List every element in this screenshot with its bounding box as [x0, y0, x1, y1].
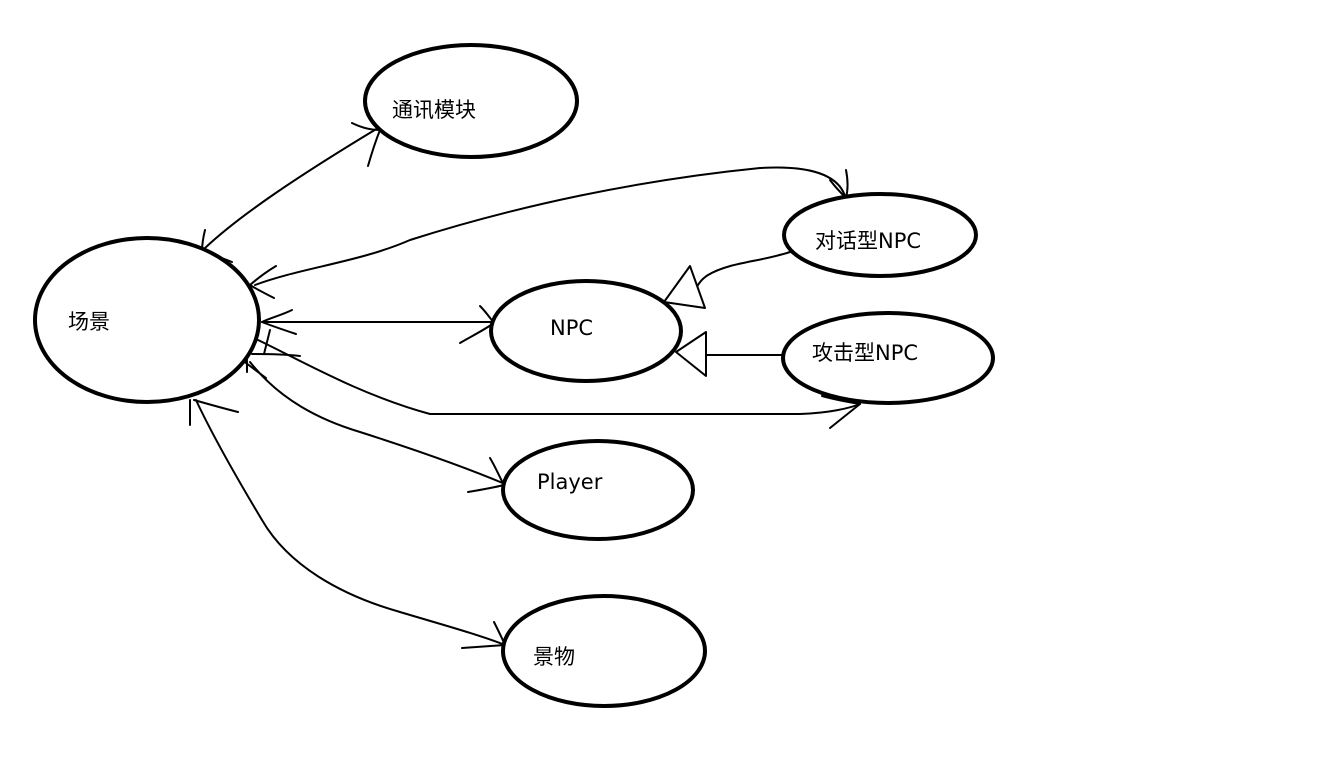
- edge-scene-scenery: [189, 399, 506, 649]
- edge-scene-attack-npc: [251, 329, 861, 429]
- node-comm-module: 通讯模块: [363, 43, 579, 159]
- edge-scene-player: [241, 339, 506, 493]
- node-dialog-npc-label: 对话型NPC: [815, 229, 921, 253]
- node-scene-label: 场景: [68, 310, 110, 334]
- inherit-arrow-dialog: [663, 265, 706, 309]
- edge-dialog-npc-to-npc: [692, 251, 791, 299]
- node-npc-label: NPC: [550, 316, 593, 340]
- node-scenery: 景物: [501, 594, 707, 708]
- node-scene: 场景: [33, 236, 261, 404]
- edge-scene-dialog-npc: [249, 166, 849, 299]
- node-player-label: Player: [537, 470, 603, 494]
- node-dialog-npc: 对话型NPC: [782, 192, 978, 278]
- node-player: Player: [501, 439, 695, 541]
- edge-scene-npc: [261, 305, 495, 344]
- node-comm-module-label: 通讯模块: [392, 98, 476, 122]
- node-npc: NPC: [489, 279, 683, 383]
- node-attack-npc-label: 攻击型NPC: [812, 341, 918, 365]
- edge-scene-comm: [201, 122, 381, 263]
- inherit-arrow-attack: [675, 331, 707, 377]
- node-attack-npc: 攻击型NPC: [781, 311, 995, 405]
- node-scenery-label: 景物: [533, 645, 575, 669]
